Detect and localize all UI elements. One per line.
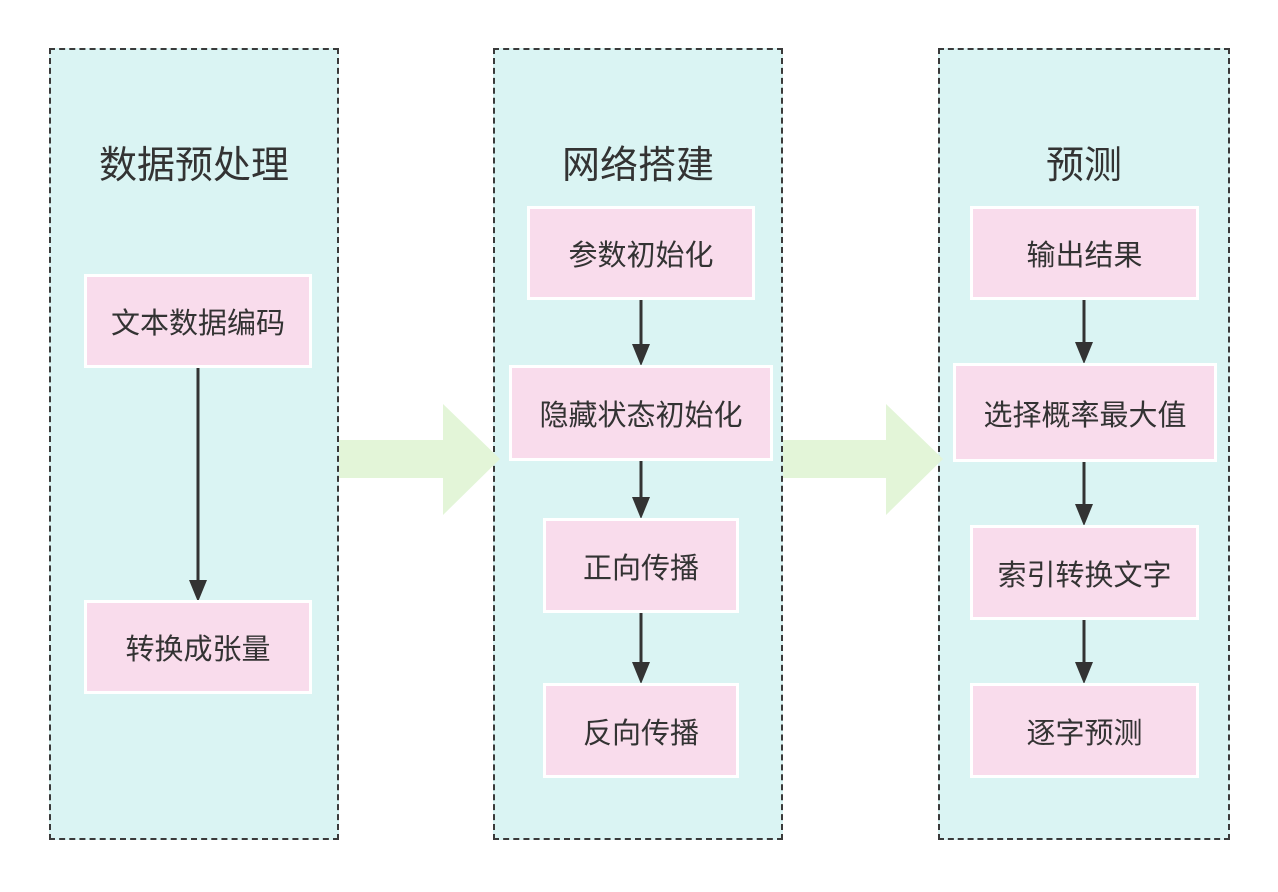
arrowhead <box>632 662 650 684</box>
node-backward-prop: 反向传播 <box>543 683 739 778</box>
arrowhead <box>189 580 207 602</box>
lane-data-preprocessing: 数据预处理 <box>49 48 339 840</box>
flow-arrow-1 <box>339 404 500 515</box>
arrowhead <box>632 497 650 519</box>
arrowhead <box>1075 662 1093 684</box>
node-hidden-state-init: 隐藏状态初始化 <box>509 365 773 461</box>
arrowhead <box>1075 504 1093 526</box>
arrowhead <box>1075 342 1093 364</box>
node-index-to-text: 索引转换文字 <box>970 525 1199 620</box>
lane-title: 预测 <box>1045 143 1122 187</box>
node-output-result: 输出结果 <box>970 206 1199 300</box>
lane-title: 数据预处理 <box>98 143 289 187</box>
node-text-encoding: 文本数据编码 <box>84 274 312 368</box>
node-to-tensor: 转换成张量 <box>84 600 312 694</box>
node-char-predict: 逐字预测 <box>970 683 1199 778</box>
arrowhead <box>632 344 650 366</box>
flow-arrow-2 <box>783 404 943 515</box>
lane-title: 网络搭建 <box>561 143 714 187</box>
node-forward-prop: 正向传播 <box>543 518 739 613</box>
node-select-max-prob: 选择概率最大值 <box>953 363 1217 462</box>
node-param-init: 参数初始化 <box>527 206 755 300</box>
